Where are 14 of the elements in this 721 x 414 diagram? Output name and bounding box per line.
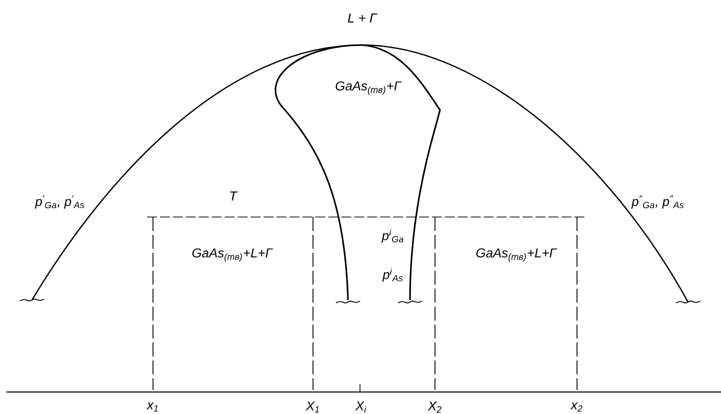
axis-label: x$_{2}$ [570,402,582,412]
region-label: L + Г [348,14,378,22]
temperature-label: T [230,192,238,200]
pressure-label: p$^{′}$$_{Ga}$, p$^{′}$As [34,195,84,209]
pressure-label: p$^{i}$As [382,268,403,282]
region-label: GaAs$_{(тв)}$+L+Г [192,248,274,262]
region-label: GaAs$_{(тв)}$+L+Г [476,248,558,262]
axis-label: X$_{i}$ [355,401,366,413]
region-label: GaAs$_{(тв)}$+Г [336,81,402,95]
axis-label: X$_{2}$ [428,401,442,413]
axis-label: X$_{1}$ [306,402,319,413]
pressure-label: p$^{″}$$_{Ga}$, p$^{″}$As [631,195,684,209]
axis-label: x$_{1}$ [146,402,158,412]
pressure-label: p$^{i}$Ga [382,229,404,243]
